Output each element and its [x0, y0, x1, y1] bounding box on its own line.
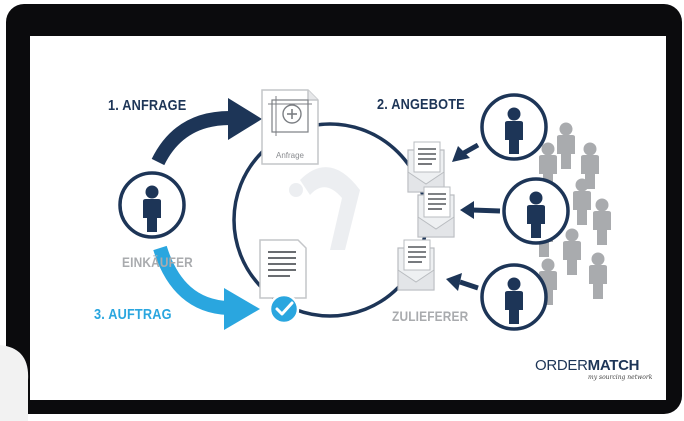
checkmark-icon [268, 293, 300, 325]
arrow-icon [151, 98, 262, 166]
buyer-label: EINKÄUFER [122, 254, 193, 270]
person-icon [589, 252, 607, 299]
buyer-avatar [118, 171, 186, 239]
envelope-document-icon [407, 141, 445, 193]
order-document [259, 239, 307, 299]
request-document-caption: Anfrage [275, 151, 305, 160]
step-angebote-label: 2. ANGEBOTE [377, 96, 465, 113]
arrow-icon [452, 142, 480, 162]
device-corner [0, 345, 29, 421]
watermark-logo [289, 167, 360, 250]
person-icon [593, 198, 611, 245]
envelope-document-icon [397, 239, 435, 291]
supplier-label: ZULIEFERER [392, 308, 469, 324]
arrow-icon [460, 201, 501, 219]
supplier-avatar [480, 263, 548, 331]
logo-tagline: my sourcing network [588, 374, 653, 381]
person-icon [563, 228, 581, 275]
person-icon [573, 178, 591, 225]
arrow-icon [153, 245, 260, 330]
logo-text-light: ORDER [535, 357, 588, 374]
supplier-avatar [480, 93, 548, 161]
supplier-avatar [502, 177, 570, 245]
logo-text-bold: MATCH [587, 357, 640, 374]
document-plus-icon [261, 89, 319, 165]
person-icon [557, 122, 575, 169]
envelope-document-icon [417, 186, 455, 238]
arrow-icon [446, 273, 479, 291]
step-anfrage-label: 1. ANFRAGE [108, 97, 187, 114]
step-auftrag-label: 3. AUFTRAG [94, 306, 172, 323]
ordermatch-logo: ORDERMATCH [535, 357, 640, 374]
